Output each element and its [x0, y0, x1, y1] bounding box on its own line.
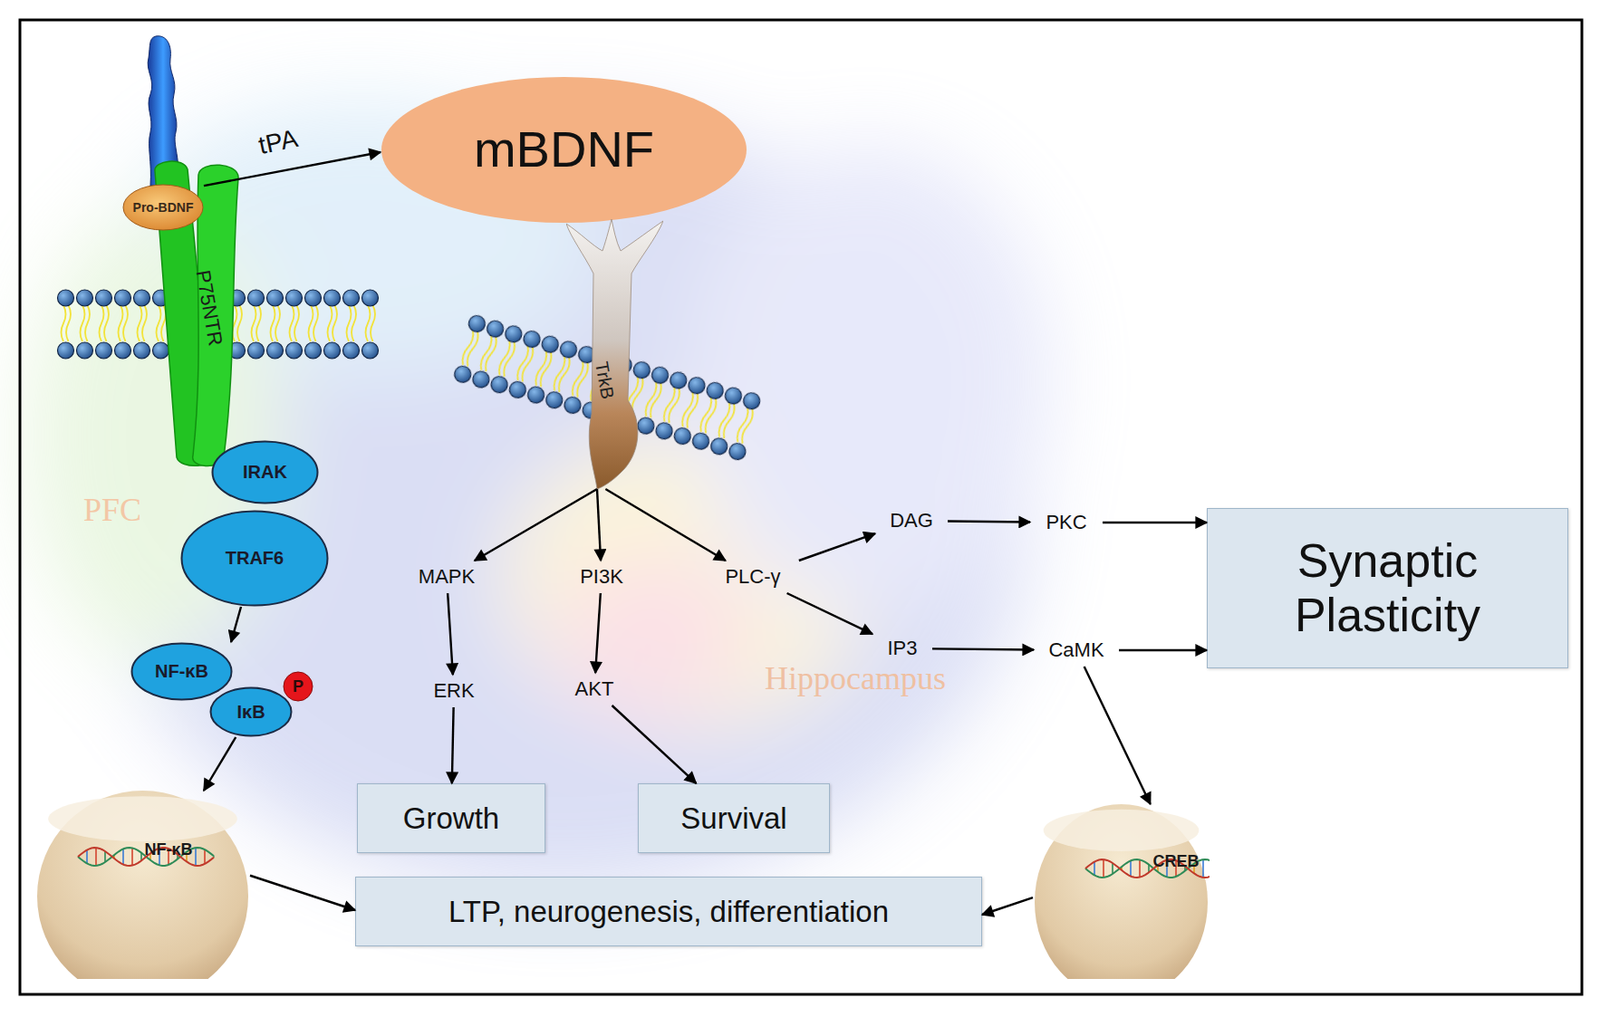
outline-ellipse: [123, 184, 203, 231]
arrow-connector: [605, 489, 725, 561]
node-text: IRAK: [242, 462, 288, 483]
arrow-connector: [474, 489, 598, 561]
region-label: Hippocampus: [764, 659, 946, 698]
arrow-connector: [1102, 521, 1207, 524]
nucleus-cap: [48, 796, 238, 842]
node-text: AKT: [575, 677, 615, 701]
region-label: PFC: [83, 491, 142, 530]
node-text: LTP, neurogenesis, differentiation: [448, 895, 889, 930]
arrow-connector: [799, 533, 876, 561]
protein-blob: IκB: [209, 686, 293, 738]
figure-border: [19, 19, 1582, 995]
outline-ellipse: [211, 688, 292, 737]
node-text: ERK: [433, 679, 474, 703]
receptor-body: [566, 219, 664, 490]
arrow-connector: [597, 489, 601, 561]
outline-ellipse: [182, 511, 328, 607]
node-text: NF-κB: [144, 840, 193, 860]
protein-blob: NF-κB: [130, 642, 233, 702]
arrow-connector: [982, 897, 1033, 916]
outline-circle: [283, 672, 313, 702]
arrow-connector: [250, 876, 356, 911]
node-text: CaMK: [1048, 638, 1104, 662]
outline-ellipse: [381, 77, 747, 223]
pathway-step: PLC-γ: [705, 560, 800, 594]
node-text: Synaptic Plasticity: [1216, 534, 1559, 644]
ligand-ellipse: mBDNF: [380, 76, 748, 224]
node-text: Survival: [680, 801, 787, 837]
nucleus-body: [1034, 804, 1208, 980]
ligand-ellipse: Pro-BDNF: [122, 183, 204, 232]
node-text: IP3: [886, 636, 917, 660]
arrow-connector: [203, 737, 236, 791]
arrow-connector: [932, 648, 1034, 650]
node-text: TRAF6: [225, 548, 284, 569]
node-outline: [35, 790, 251, 980]
pathway-step: CaMK: [1033, 634, 1119, 667]
pathway-step: PKC: [1030, 506, 1103, 540]
pathway-step: AKT: [560, 673, 628, 706]
node-text: P: [292, 677, 304, 697]
node-text: PLC-γ: [724, 565, 781, 588]
pathway-step: IP3: [872, 632, 933, 666]
receptor-shape: TrkB: [566, 219, 664, 490]
arrow-connector: [787, 593, 873, 635]
nucleus-body: [37, 790, 249, 980]
arrow-connector: [1118, 649, 1207, 652]
protein-blob: TRAF6: [180, 510, 329, 608]
phosphate-circle: P: [282, 671, 314, 703]
outcome-box: Growth: [356, 783, 546, 854]
node-text: NF-κB: [154, 661, 209, 683]
pathway-step: DAG: [875, 504, 948, 538]
node-text: Pro-BDNF: [133, 200, 194, 215]
protein-blob: IRAK: [211, 440, 319, 505]
arrow-connector: [595, 593, 601, 674]
outcome-box: LTP, neurogenesis, differentiation: [355, 877, 983, 947]
outline-ellipse: [132, 644, 232, 701]
nucleus-shape: CREB: [1032, 804, 1210, 980]
outline-ellipse: [212, 442, 319, 504]
node-text: PI3K: [579, 565, 624, 588]
node-text: IκB: [236, 702, 265, 723]
arrow-connector: [447, 593, 454, 675]
arrow-connector: [452, 707, 454, 784]
node-outline: [1032, 804, 1210, 980]
arrow-connector: [1084, 666, 1151, 805]
node-text: MAPK: [418, 565, 475, 588]
outcome-box: Survival: [637, 783, 830, 854]
pathway-step: PI3K: [563, 560, 640, 594]
arrow-connector: [231, 607, 241, 643]
node-text: PKC: [1045, 510, 1087, 534]
outcome-box: Synaptic Plasticity: [1206, 508, 1569, 669]
node-text: CREB: [1152, 852, 1199, 872]
arrow-connector: [947, 520, 1031, 522]
node-text: DAG: [889, 509, 934, 532]
pathway-step: MAPK: [404, 560, 490, 594]
arrow-connector: [611, 705, 696, 784]
nucleus-cap: [1043, 809, 1200, 852]
pathway-step: ERK: [420, 674, 488, 708]
nucleus-shape: NF-κB: [35, 790, 251, 980]
node-text: Growth: [403, 801, 500, 837]
node-outline: [566, 219, 664, 490]
node-text: mBDNF: [473, 120, 655, 179]
